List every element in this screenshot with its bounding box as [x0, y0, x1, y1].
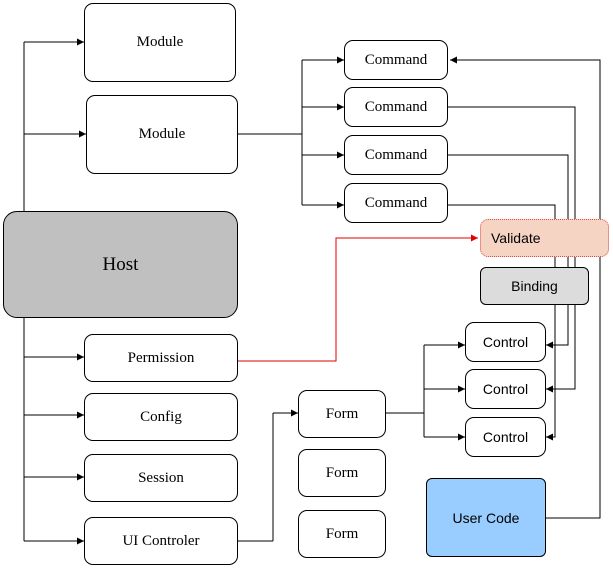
form-2-label: Form [325, 464, 359, 481]
user-code-label: User Code [452, 509, 520, 526]
control-3-label: Control [482, 429, 529, 445]
module-1-label: Module [136, 34, 184, 50]
module-2-label: Module [138, 126, 186, 142]
form-1-label: Form [325, 405, 359, 422]
host: Host [3, 211, 238, 318]
session: Session [84, 454, 238, 502]
command-3: Command [344, 135, 448, 175]
permission-label: Permission [127, 349, 195, 366]
permission-to-validate [238, 234, 478, 362]
binding-label: Binding [511, 278, 558, 294]
config: Config [84, 393, 238, 441]
module-1: Module [84, 3, 236, 82]
user-code-to-command-1 [450, 56, 601, 519]
validate: Validate [480, 219, 609, 257]
command-2-label: Command [364, 98, 428, 115]
command-1: Command [344, 40, 448, 80]
module-2: Module [86, 95, 238, 174]
form-3: Form [298, 510, 386, 558]
permission: Permission [84, 334, 238, 382]
command-4-to-control-3 [448, 204, 556, 441]
session-label: Session [138, 469, 184, 486]
form-1: Form [298, 390, 386, 438]
binding: Binding [480, 267, 589, 305]
control-1: Control [465, 322, 546, 362]
control-2: Control [465, 369, 546, 409]
ui-controler-label: UI Controler [122, 532, 200, 549]
form-2: Form [298, 449, 386, 497]
validate-label: Validate [491, 230, 541, 246]
command-4: Command [344, 183, 448, 223]
ui-controler: UI Controler [84, 517, 238, 565]
command-2: Command [344, 87, 448, 127]
control-1-label: Control [482, 334, 529, 350]
config-label: Config [140, 408, 182, 425]
control-2-label: Control [482, 381, 529, 397]
form-3-label: Form [325, 525, 359, 542]
user-code: User Code [426, 478, 546, 557]
host-label: Host [102, 253, 139, 275]
command-1-label: Command [364, 51, 428, 68]
command-3-label: Command [364, 146, 428, 163]
command-4-label: Command [364, 194, 428, 211]
control-3: Control [465, 417, 546, 457]
